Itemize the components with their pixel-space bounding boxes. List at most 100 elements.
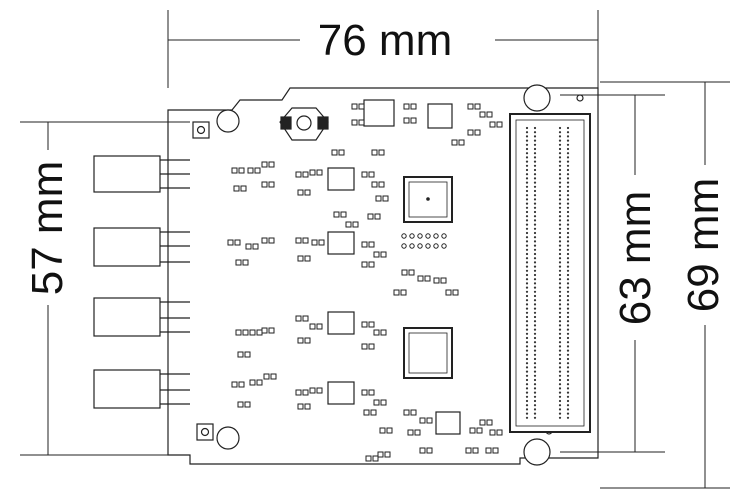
smd-pad	[268, 237, 275, 244]
connector-pin	[566, 156, 570, 159]
connector-4	[93, 369, 190, 409]
connector-pin	[525, 399, 529, 403]
connector-pin	[566, 194, 570, 197]
connector-pin	[533, 370, 537, 373]
connector-1	[93, 155, 190, 193]
header-pin	[433, 233, 439, 239]
connector-pin	[533, 349, 537, 352]
smd-pad	[363, 409, 370, 416]
smd-pad	[465, 447, 472, 454]
connector-pin	[558, 156, 562, 159]
smd-pad	[375, 195, 382, 202]
connector-pin	[566, 206, 570, 209]
smd-pad	[361, 171, 368, 178]
connector-pin	[525, 240, 529, 243]
connector-pin	[525, 143, 529, 146]
connector-pin	[558, 257, 562, 260]
connector-pin	[533, 231, 537, 235]
connector-pin	[525, 278, 529, 281]
smd-pad	[410, 103, 417, 110]
smd-pad	[474, 103, 481, 110]
smd-pad	[401, 269, 408, 276]
connector-pin	[566, 126, 570, 130]
connector-pin	[533, 404, 537, 407]
qfp-chip-lower	[403, 327, 453, 379]
edge-connector	[509, 113, 591, 433]
connector-pin	[533, 236, 537, 239]
smd-pad	[378, 149, 385, 156]
smd-pad	[237, 401, 244, 408]
connector-pin	[566, 387, 570, 390]
connector-pin	[558, 227, 562, 230]
connector-pin	[525, 194, 529, 197]
top-width-label: 76 mm	[318, 16, 452, 65]
smd-pad	[304, 255, 311, 262]
connector-pin	[525, 236, 529, 239]
connector-pin	[558, 332, 562, 335]
smd-pad	[445, 289, 452, 296]
connector-pin	[566, 215, 570, 218]
smd-pad	[268, 181, 275, 188]
smd-pad	[378, 181, 385, 188]
connector-pin	[525, 185, 529, 188]
connector-pin	[566, 244, 570, 247]
connector-pin	[525, 383, 529, 386]
smd-pad	[467, 103, 474, 110]
connector-pin	[558, 177, 562, 180]
smd-pad	[414, 429, 421, 436]
connector-pin	[525, 366, 529, 369]
connector-pin	[558, 269, 562, 272]
connector-pin	[558, 164, 562, 167]
smd-pad	[374, 213, 381, 220]
connector-pin	[525, 370, 529, 373]
smd-pad	[496, 429, 503, 436]
connector-pin	[525, 320, 529, 323]
smd-pad	[472, 447, 479, 454]
connector-pin	[558, 168, 562, 172]
connector-pin	[566, 307, 570, 310]
smd-pad	[235, 259, 242, 266]
smd-pad	[373, 399, 380, 406]
smd-pad	[485, 447, 492, 454]
connector-pin	[533, 269, 537, 272]
connector-pin	[525, 307, 529, 310]
connector-pin	[525, 215, 529, 218]
connector-pin	[525, 408, 529, 411]
connector-pin	[525, 273, 529, 277]
smd-pad	[256, 379, 263, 386]
connector-pin	[525, 189, 529, 193]
connector-pin	[533, 362, 537, 365]
connector-pin	[525, 349, 529, 352]
smd-pad	[384, 451, 391, 458]
connector-pin	[566, 273, 570, 277]
connector-pin	[525, 227, 529, 230]
connector-pin	[533, 282, 537, 285]
connector-pin	[566, 231, 570, 235]
connector-pin	[558, 181, 562, 184]
smd-pad	[419, 447, 426, 454]
connector-pin	[566, 269, 570, 272]
smd-pad	[309, 323, 316, 330]
connector-pin	[533, 353, 537, 356]
smd-pad	[452, 289, 459, 296]
connector-pin	[525, 332, 529, 335]
connector-pin	[558, 391, 562, 394]
connector-pin	[525, 139, 529, 142]
connector-pin	[525, 202, 529, 205]
smd-pad	[419, 417, 426, 424]
header-pin	[441, 243, 447, 249]
smd-pad	[403, 117, 410, 124]
header-pin	[409, 243, 415, 249]
smd-pad	[295, 237, 302, 244]
smd-pad	[231, 381, 238, 388]
connector-pin	[525, 336, 529, 340]
connector-pin	[566, 236, 570, 239]
connector-pin	[533, 391, 537, 394]
connector-pin	[558, 320, 562, 323]
smd-pad	[254, 167, 261, 174]
smd-pad	[372, 455, 379, 462]
smd-pad	[403, 103, 410, 110]
connector-pin	[533, 273, 537, 277]
connector-pin	[525, 231, 529, 235]
smd-pad	[361, 241, 368, 248]
